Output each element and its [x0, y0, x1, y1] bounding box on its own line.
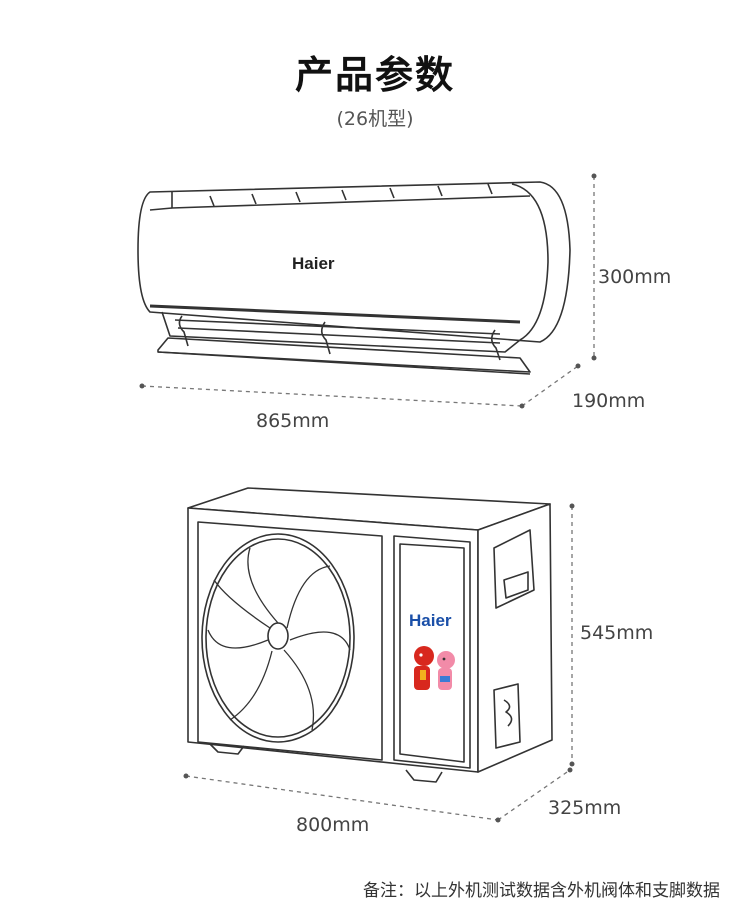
- outdoor-depth-label: 325mm: [548, 797, 622, 819]
- outdoor-unit-drawing: [187, 487, 553, 783]
- outdoor-dimension-dots: [183, 503, 575, 823]
- page-subtitle: (26机型): [336, 108, 414, 130]
- indoor-width-label: 865mm: [256, 410, 330, 432]
- indoor-unit-drawing: [137, 181, 571, 375]
- indoor-dimension-dots: [139, 173, 597, 409]
- page-title: 产品参数: [294, 53, 455, 97]
- fan-blades: [207, 547, 351, 731]
- mascot-illustration: [414, 646, 455, 690]
- outdoor-height-label: 545mm: [580, 622, 654, 644]
- indoor-height-label: 300mm: [598, 266, 672, 288]
- indoor-dimension-lines: [141, 176, 595, 407]
- indoor-depth-label: 190mm: [572, 390, 646, 412]
- outdoor-width-label: 800mm: [296, 814, 370, 836]
- outdoor-brand-logo: Haier: [409, 611, 452, 630]
- outdoor-dimension-lines: [185, 506, 573, 821]
- indoor-brand-logo: Haier: [292, 254, 335, 273]
- footer-note: 备注：以上外机测试数据含外机阀体和支脚数据: [363, 881, 720, 901]
